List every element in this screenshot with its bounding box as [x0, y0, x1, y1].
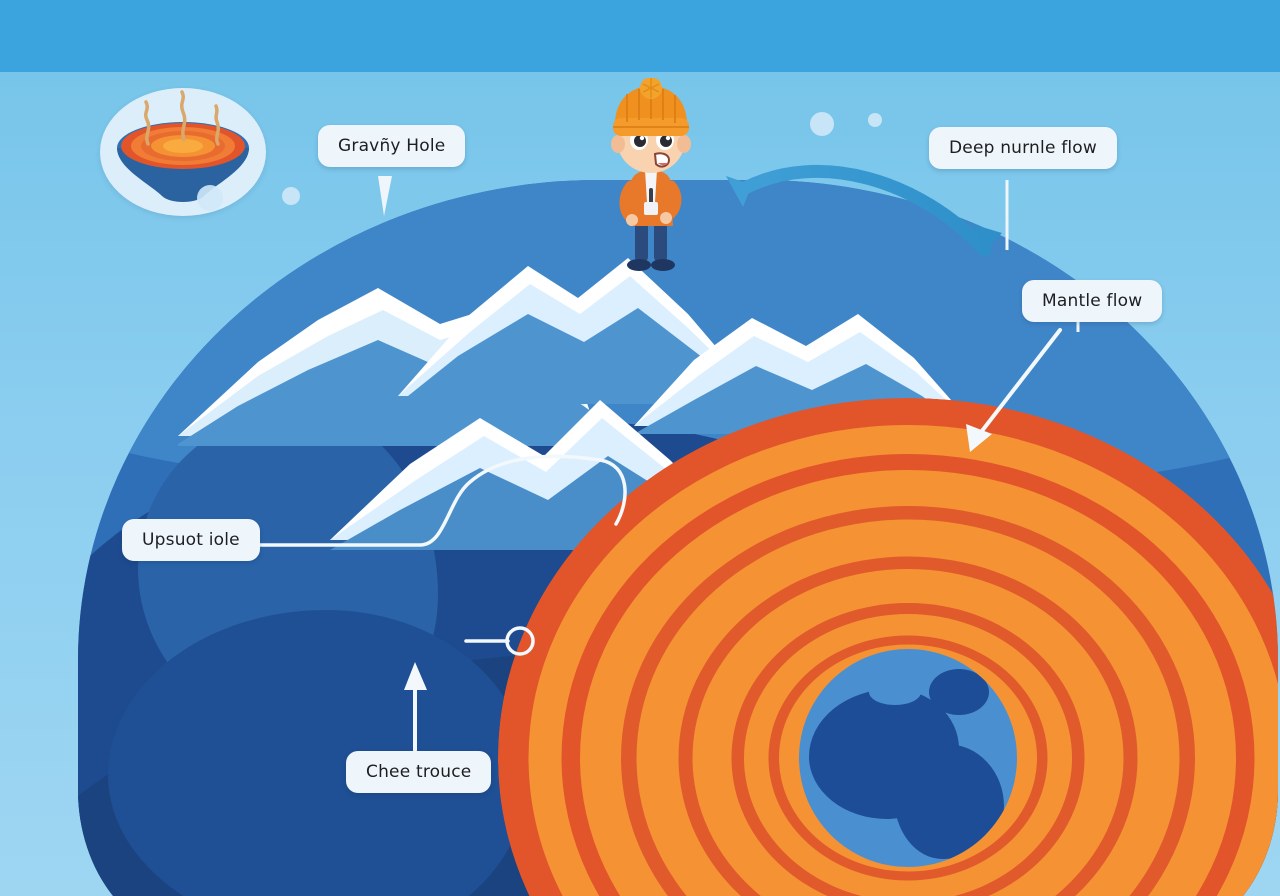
gravity-depression-icon: [117, 90, 249, 202]
core-landmass-3: [929, 669, 989, 715]
dot-1: [282, 187, 300, 205]
dot-4: [197, 185, 223, 211]
scientist-child-icon: [611, 78, 691, 271]
label-gravity-hole[interactable]: Gravñy Hole: [318, 125, 466, 167]
mountain-range-center: [398, 236, 758, 406]
label-deep-mantle-flow[interactable]: Deep nurnle flow: [929, 127, 1118, 169]
mantle-rings-group: [498, 398, 1278, 896]
dot-3: [868, 113, 882, 127]
label-chee-trouce[interactable]: Chee trouce: [346, 751, 492, 793]
earth-inner-core: [799, 649, 1017, 867]
label-mantle-flow[interactable]: Mantle flow: [1022, 280, 1163, 322]
core-lake-shape: [869, 679, 921, 705]
label-upshot-hole[interactable]: Upsuot iole: [122, 519, 260, 561]
core-landmass-2: [894, 744, 1004, 859]
dot-2: [810, 112, 834, 136]
